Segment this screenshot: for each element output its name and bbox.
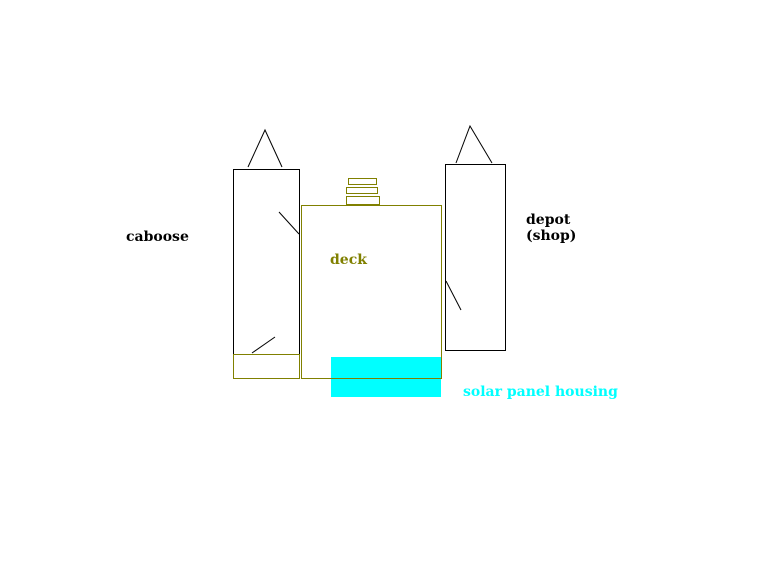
left-tower-mark-upper [278, 211, 300, 235]
deck-body [301, 205, 442, 379]
left-base-block [233, 354, 300, 379]
stack-plate-bottom [346, 196, 380, 205]
deck-label: deck [330, 252, 367, 268]
left-tower-body [233, 169, 300, 355]
left-tower-mark-lower [251, 336, 276, 354]
stack-plate-top [348, 178, 377, 185]
caboose-label: caboose [126, 229, 189, 245]
right-tower [445, 124, 506, 351]
depot-label: depot [526, 212, 571, 228]
solar-panel-label: solar panel housing [463, 384, 618, 400]
deck-structure [301, 178, 442, 379]
left-tower [233, 128, 300, 355]
left-tower-roof [247, 128, 283, 168]
depot-sub-label: (shop) [526, 228, 576, 244]
right-tower-roof [455, 124, 493, 164]
solar-panel-housing [331, 357, 441, 397]
stack-plate-middle [346, 187, 378, 194]
right-tower-body [445, 164, 506, 351]
right-tower-mark [445, 280, 462, 311]
